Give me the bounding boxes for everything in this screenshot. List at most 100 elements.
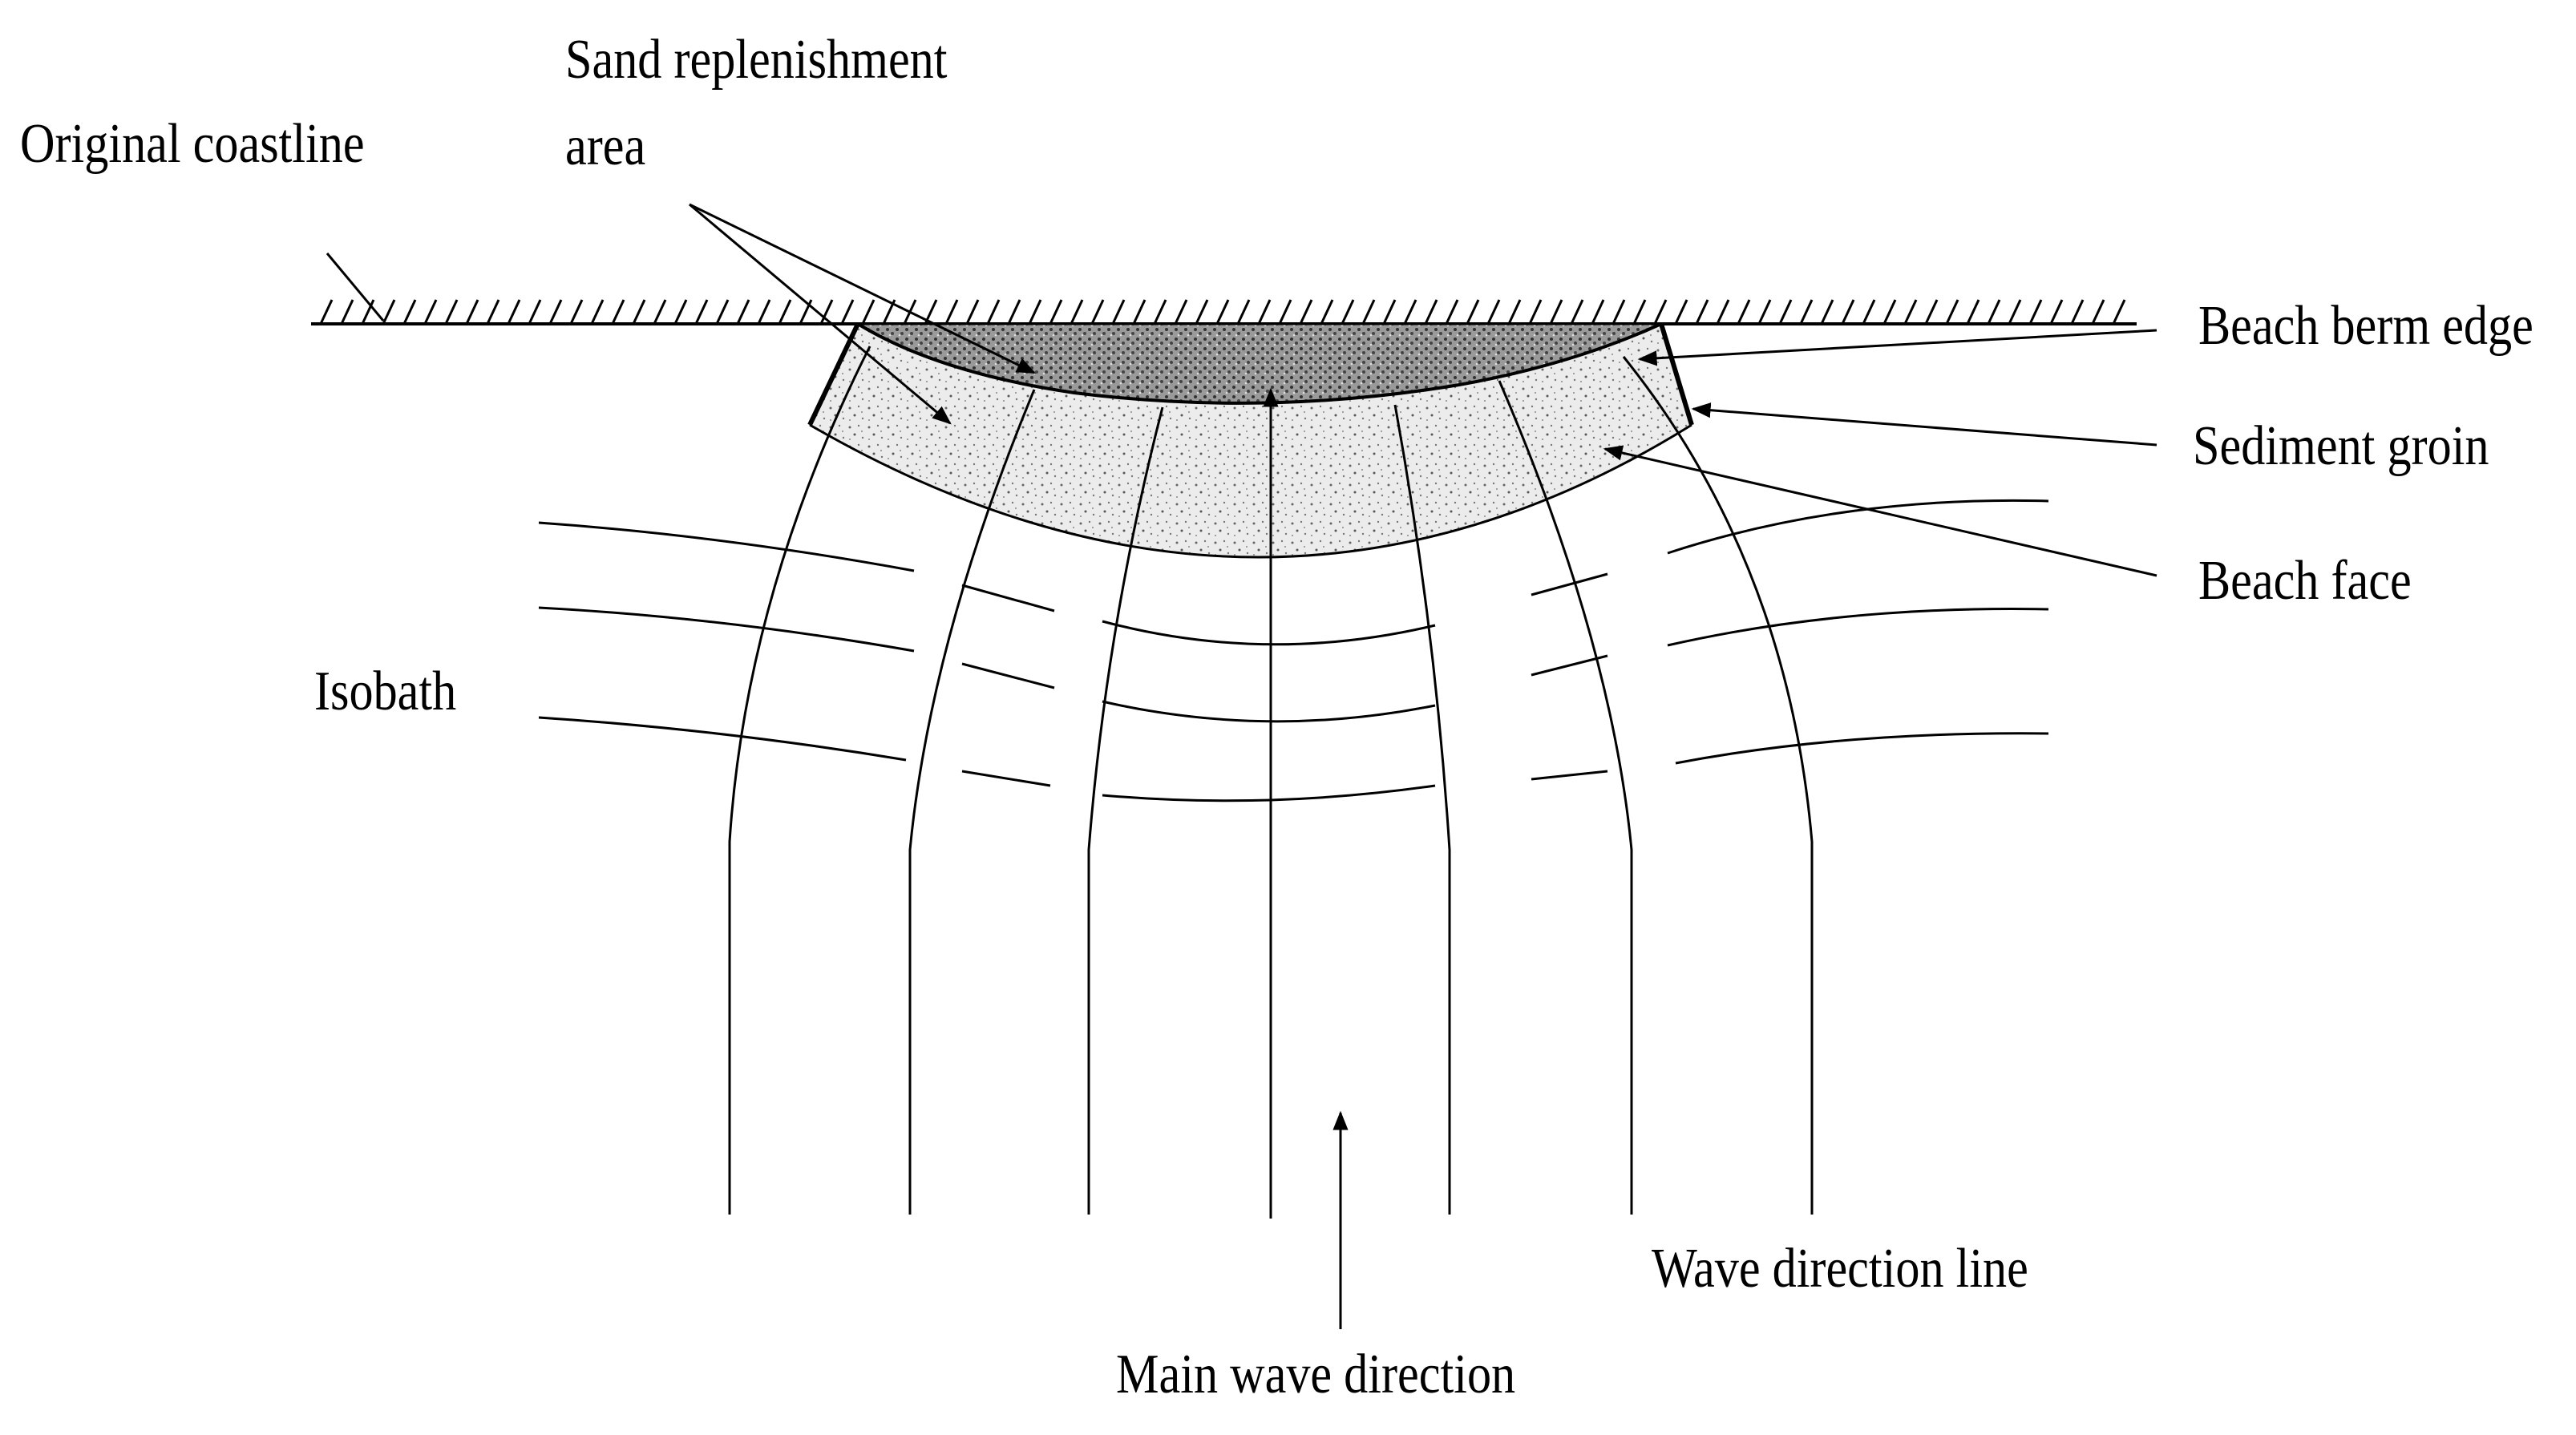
- hatch-mark: [1007, 299, 1021, 325]
- hatch-mark: [1403, 299, 1417, 325]
- leader-lines: [326, 203, 2157, 1329]
- label-wave-direction-line: Wave direction line: [1652, 1238, 2028, 1300]
- hatch-mark: [965, 299, 980, 325]
- label-beach-berm-edge: Beach berm edge: [2198, 295, 2534, 357]
- wave-ray-3: [1087, 406, 1164, 1215]
- label-sediment-groin: Sediment groin: [2193, 415, 2489, 477]
- wave-ray-1: [728, 346, 871, 1215]
- hatch-mark: [1153, 299, 1167, 325]
- hatch-mark: [1466, 299, 1480, 325]
- hatch-mark: [1049, 299, 1063, 325]
- hatch-mark: [1862, 299, 1876, 325]
- hatch-mark: [1695, 299, 1709, 325]
- hatch-mark: [1653, 299, 1668, 325]
- hatch-mark: [778, 299, 792, 325]
- hatch-mark: [361, 299, 375, 325]
- hatch-mark: [1278, 299, 1292, 325]
- hatch-mark: [1507, 299, 1522, 325]
- hatch-mark: [1028, 299, 1042, 325]
- leader-berm-edge: [1637, 329, 2157, 366]
- hatch-mark: [2028, 299, 2043, 325]
- hatch-mark: [1195, 299, 1209, 325]
- hatch-mark: [423, 299, 438, 325]
- hatch-mark: [402, 299, 417, 325]
- hatch-mark: [673, 299, 688, 325]
- leader-original-coastline: [326, 253, 385, 321]
- hatch-mark: [1361, 299, 1376, 325]
- wave-direction-lines: [728, 346, 1814, 1215]
- hatch-mark: [486, 299, 500, 325]
- hatch-mark: [1382, 299, 1397, 325]
- hatch-mark: [736, 299, 750, 325]
- hatch-mark: [1445, 299, 1459, 325]
- hatch-mark: [1549, 299, 1563, 325]
- hatch-mark: [548, 299, 563, 325]
- hatch-mark: [1820, 299, 1834, 325]
- hatch-mark: [2091, 299, 2105, 325]
- hatch-mark: [444, 299, 459, 325]
- hatch-mark: [382, 299, 396, 325]
- hatch-mark: [1591, 299, 1605, 325]
- hatch-mark: [1111, 299, 1126, 325]
- hatch-mark: [1987, 299, 2001, 325]
- hatch-mark: [1215, 299, 1230, 325]
- hatch-mark: [653, 299, 667, 325]
- coastline-hatching: [319, 299, 2126, 325]
- hatch-mark: [757, 299, 771, 325]
- hatch-mark: [1341, 299, 1355, 325]
- hatch-mark: [1257, 299, 1272, 325]
- hatch-mark: [1612, 299, 1626, 325]
- hatch-mark: [2008, 299, 2022, 325]
- beach-face-outline: [809, 423, 1692, 559]
- hatch-mark: [465, 299, 479, 325]
- leader-sediment-groin: [1691, 402, 2157, 447]
- hatch-mark: [1299, 299, 1313, 325]
- label-beach-face: Beach face: [2198, 550, 2412, 612]
- wave-ray-6: [1498, 380, 1633, 1215]
- hatch-mark: [840, 299, 855, 325]
- leader-sand-area-2: [689, 203, 952, 425]
- hatch-mark: [507, 299, 521, 325]
- hatch-mark: [1320, 299, 1334, 325]
- hatch-mark: [1090, 299, 1105, 325]
- hatch-mark: [340, 299, 354, 325]
- hatch-mark: [1903, 299, 1918, 325]
- label-original-coastline: Original coastline: [20, 113, 365, 175]
- label-sand-replenishment-line2: area: [565, 115, 646, 177]
- leader-sand-area-1: [689, 203, 1037, 374]
- hatch-mark: [1236, 299, 1251, 325]
- hatch-mark: [861, 299, 876, 325]
- label-isobath: Isobath: [314, 661, 457, 722]
- hatch-mark: [2070, 299, 2085, 325]
- hatch-mark: [590, 299, 605, 325]
- hatch-mark: [1528, 299, 1543, 325]
- hatch-mark: [1716, 299, 1730, 325]
- hatch-mark: [1841, 299, 1855, 325]
- hatch-mark: [1778, 299, 1793, 325]
- hatch-mark: [944, 299, 959, 325]
- hatch-mark: [2112, 299, 2126, 325]
- label-main-wave-direction: Main wave direction: [1116, 1344, 1516, 1405]
- hatch-mark: [694, 299, 709, 325]
- hatch-mark: [632, 299, 646, 325]
- hatch-mark: [1174, 299, 1188, 325]
- hatch-mark: [1486, 299, 1501, 325]
- hatch-mark: [715, 299, 730, 325]
- original-coastline: [311, 299, 2137, 325]
- sediment-groin: [807, 322, 1694, 426]
- label-sand-replenishment-line1: Sand replenishment: [565, 29, 948, 91]
- hatch-mark: [1799, 299, 1814, 325]
- hatch-mark: [1132, 299, 1146, 325]
- hatch-mark: [2049, 299, 2064, 325]
- hatch-mark: [528, 299, 542, 325]
- wave-ray-2: [908, 389, 1036, 1215]
- hatch-mark: [611, 299, 625, 325]
- hatch-mark: [1070, 299, 1084, 325]
- hatch-mark: [1966, 299, 1980, 325]
- hatch-mark: [819, 299, 834, 325]
- hatch-mark: [319, 299, 334, 325]
- hatch-mark: [1882, 299, 1897, 325]
- hatch-mark: [1424, 299, 1438, 325]
- hatch-mark: [1945, 299, 1959, 325]
